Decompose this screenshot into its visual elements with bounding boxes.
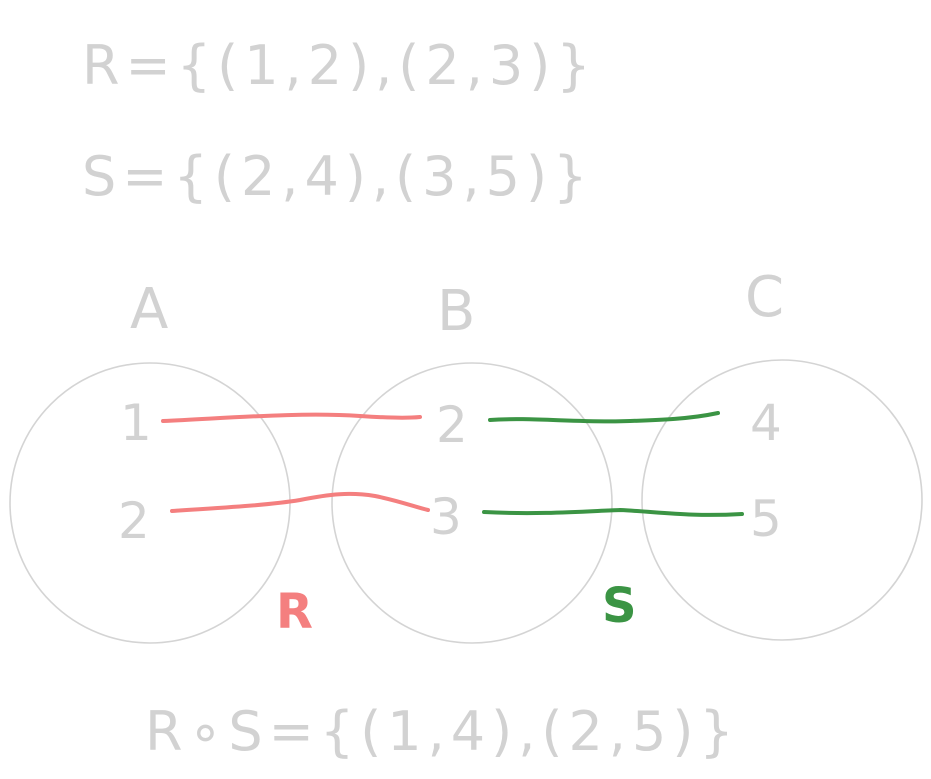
formula-s-definition: S={(2,4),(3,5)} xyxy=(82,145,593,208)
set-label-b: B xyxy=(437,279,475,344)
relation-r-edge-2-3 xyxy=(170,491,430,513)
set-a-element-2: 2 xyxy=(118,492,150,550)
relation-s-edge-2-4 xyxy=(488,411,720,424)
formula-r-definition: R={(1,2),(2,3)} xyxy=(82,34,597,97)
relation-r-label: R xyxy=(276,584,313,640)
relation-r-edge-1-2 xyxy=(161,412,422,423)
set-a-element-1: 1 xyxy=(120,394,152,452)
set-label-a: A xyxy=(130,277,168,342)
set-c-element-5: 5 xyxy=(750,490,782,548)
relation-s-edge-3-5 xyxy=(482,507,744,517)
set-b-element-3: 3 xyxy=(430,488,462,546)
set-label-c: C xyxy=(745,265,784,330)
set-c-element-4: 4 xyxy=(750,394,782,452)
formula-composition: R∘S={(1,4),(2,5)} xyxy=(145,700,740,763)
relation-s-label: S xyxy=(602,578,637,634)
set-b-element-2: 2 xyxy=(436,396,468,454)
set-b-circle xyxy=(331,362,613,644)
set-c-circle xyxy=(641,359,923,641)
